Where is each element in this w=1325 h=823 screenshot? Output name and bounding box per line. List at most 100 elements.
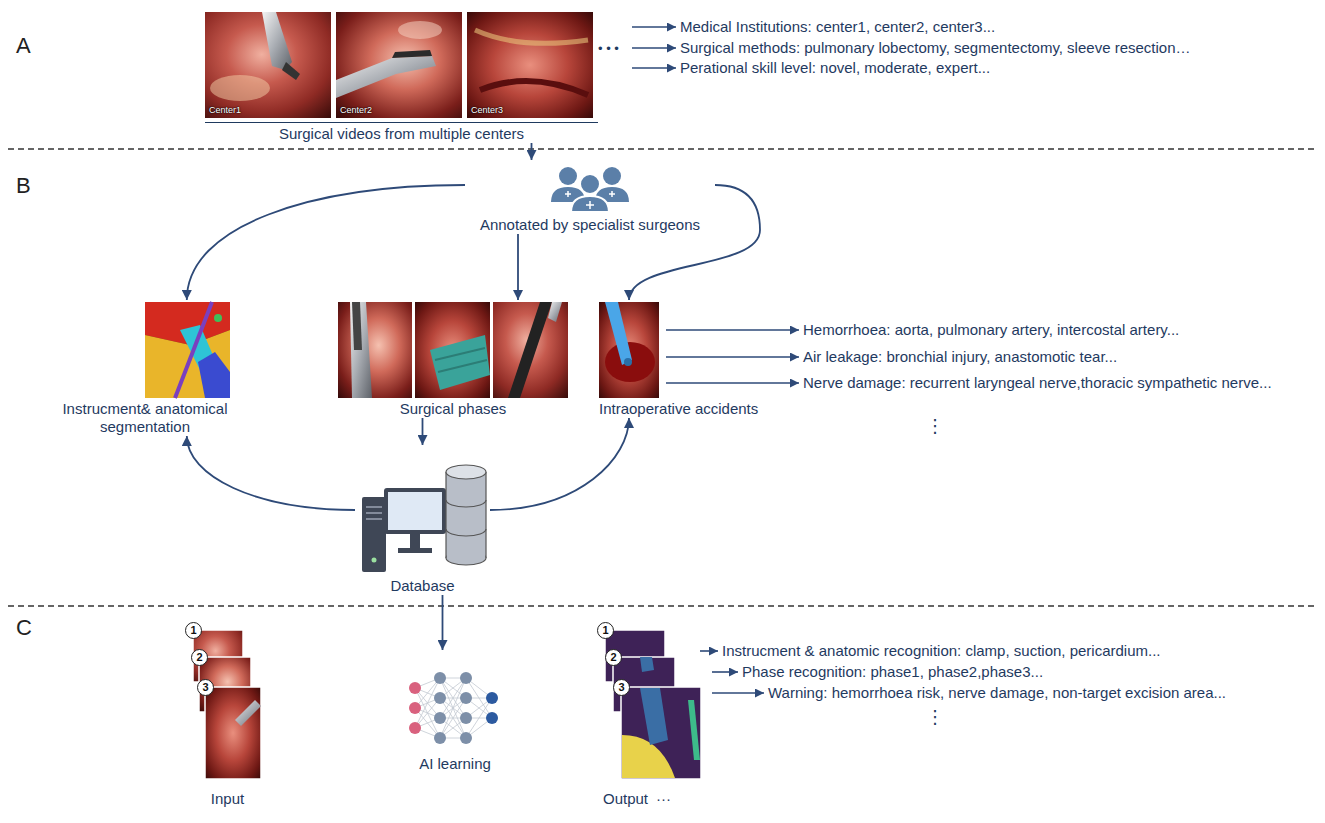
info-arrow-part <box>700 650 718 652</box>
database-icon-part <box>388 492 442 530</box>
neural-network-part-part <box>409 722 421 734</box>
picture-area: 123 <box>185 625 270 790</box>
phase-images-part <box>415 302 490 398</box>
output-frames-part <box>688 700 700 760</box>
segmentation-image-part <box>214 314 222 322</box>
frame-number: 2 <box>191 649 208 666</box>
phase-images-part <box>352 302 362 350</box>
info-arrow-part <box>666 356 799 358</box>
neural-network-part <box>434 672 472 744</box>
database-icon-part <box>485 472 486 558</box>
node-caption: Annotated by specialist surgeons <box>465 216 715 234</box>
neural-network-part-part <box>460 672 472 684</box>
frame-number: 3 <box>197 679 214 696</box>
database-icon-part <box>366 507 382 519</box>
video-thumbnails-part <box>262 12 292 70</box>
frame-number: 1 <box>597 622 614 639</box>
phase-panel: Surgical phases <box>335 300 571 418</box>
video-thumbnails-part <box>475 30 588 43</box>
video-thumbnails <box>205 12 593 118</box>
phase-images-part <box>508 302 552 398</box>
picture-area: 123 <box>595 625 715 790</box>
phase-images-part <box>435 348 487 372</box>
neural-network-part-part <box>409 702 421 714</box>
neural-network-part-part <box>460 732 472 744</box>
output-text: Warning: hemorrhoea risk, nerve damage, … <box>768 684 1226 702</box>
database-icon-part <box>398 548 432 553</box>
video-thumbnails-part <box>398 21 442 39</box>
node-caption: Instrucment& anatomical segmentation <box>50 400 240 436</box>
center-tag: Center3 <box>471 105 593 115</box>
output-frames-part <box>640 657 654 672</box>
surgeon-icon-part <box>580 174 600 194</box>
segmentation-image-part <box>198 352 230 398</box>
phase-images <box>338 302 568 398</box>
node-caption: Database <box>355 577 490 595</box>
neural-network-part-part <box>434 672 446 684</box>
panel-letter: C <box>16 615 32 641</box>
neural-network-part <box>415 678 492 738</box>
center-tag: Center2 <box>340 105 462 115</box>
phase-images-part <box>430 335 490 390</box>
video-thumbnails-part <box>336 56 436 98</box>
video-thumbnails-part <box>282 62 300 80</box>
video-thumbnails-part <box>480 81 588 95</box>
ellipsis-dots: ··· <box>656 790 671 808</box>
input-frames-part <box>235 700 261 726</box>
picture-area <box>355 445 490 577</box>
database-icon-part <box>384 488 446 534</box>
accident-text: Hemorrhoea: aorta, pulmonary artery, int… <box>803 321 1179 339</box>
node-caption: Intraoperative accidents <box>597 400 787 418</box>
accident-image-part <box>624 358 632 366</box>
picture-area: Center1Center2 Center3 <box>205 10 598 122</box>
info-arrow-part <box>666 329 799 331</box>
picture-area <box>597 300 787 400</box>
panel-letter: A <box>16 33 31 59</box>
database-node: Database <box>355 445 490 595</box>
output-stack: 123Output <box>595 625 715 808</box>
neural-network-part-part <box>486 692 498 704</box>
output-text: Instrucment & anatomic recognition: clam… <box>722 642 1161 660</box>
video-thumbnail: Center3 <box>467 12 593 118</box>
accident-image <box>599 302 659 398</box>
database-icon-part <box>446 500 486 536</box>
vertical-ellipsis: ⋮ <box>926 706 944 728</box>
segmentation-image-part <box>175 302 212 398</box>
database-icon-part <box>410 534 420 548</box>
neural-network-part-part <box>434 732 446 744</box>
info-arrow-part <box>712 671 738 673</box>
accident-image-part <box>605 342 655 382</box>
database-icon-part <box>445 472 446 558</box>
input-stack: 123Input <box>185 625 270 808</box>
panel-letter: B <box>16 173 31 199</box>
output-text: Phase recognition: phase1, phase2,phase3… <box>742 663 1043 681</box>
neural-network-part-part <box>434 692 446 704</box>
neural-network-part-part <box>460 712 472 724</box>
section-divider-part <box>8 148 1317 150</box>
node-caption: Surgical phases <box>335 400 571 418</box>
video-thumbnail: Center1 <box>205 12 331 118</box>
phase-images-part <box>350 302 372 398</box>
surgeon-icon <box>551 167 629 212</box>
output-frames-part <box>622 735 675 778</box>
connector-arrow <box>442 595 444 650</box>
phase-images-part <box>338 302 412 398</box>
surgeon-group: Annotated by specialist surgeons <box>465 160 715 234</box>
surgeon-icon-part <box>565 191 615 209</box>
video-thumbnails-part <box>205 12 331 118</box>
connector-arrow <box>490 418 629 510</box>
picture-area <box>465 160 715 216</box>
attribute-text: Medical Institutions: center1, center2, … <box>680 18 995 36</box>
attribute-text: Surgical methods: pulmonary lobectomy, s… <box>680 39 1191 57</box>
neural-network-part-part <box>434 712 446 724</box>
database-icon-part <box>447 472 486 558</box>
node-caption: Output <box>595 790 715 808</box>
database-icon-part <box>446 472 486 558</box>
node-caption: Surgical videos from multiple centers <box>205 122 598 143</box>
input-frame: 3 <box>205 687 261 779</box>
connector-arrow <box>422 418 424 445</box>
frame-number: 3 <box>613 679 630 696</box>
node-caption: AI learning <box>395 755 515 773</box>
connector-arrow <box>531 143 533 160</box>
